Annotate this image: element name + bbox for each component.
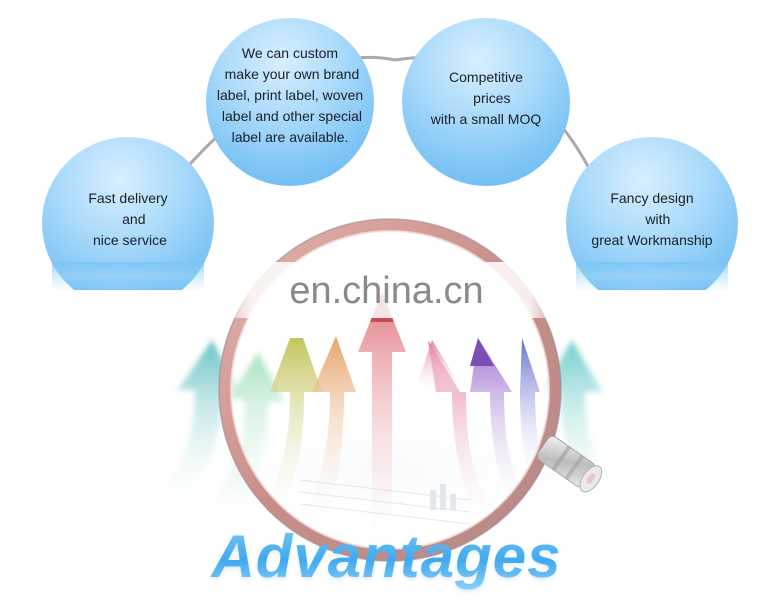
title-shadow: Advantages bbox=[0, 524, 773, 593]
bubble-text: Fast delivery and nice service bbox=[88, 189, 168, 248]
bubble-custom-label: We can custom make your own brand label,… bbox=[206, 18, 374, 186]
upward-arrows-icon bbox=[265, 292, 545, 540]
bubble-text: We can custom make your own brand label,… bbox=[216, 44, 364, 145]
watermark-band bbox=[215, 262, 565, 318]
bubble-base-mask bbox=[555, 290, 765, 320]
watermark-text: en.china.cn bbox=[289, 270, 484, 312]
chart-grid bbox=[299, 479, 471, 525]
bubble-competitive-prices: Competitive prices with a small MOQ bbox=[402, 18, 570, 186]
magnifying-glass-icon bbox=[218, 218, 603, 562]
bubble-base-mask bbox=[30, 290, 230, 320]
bubble-text: Fancy design with great Workmanship bbox=[591, 189, 713, 248]
bubble-reflection bbox=[576, 262, 728, 292]
bubble-reflection bbox=[52, 262, 204, 292]
bubble-text: Competitive prices with a small MOQ bbox=[430, 68, 542, 127]
page-title: Advantages bbox=[0, 522, 773, 591]
